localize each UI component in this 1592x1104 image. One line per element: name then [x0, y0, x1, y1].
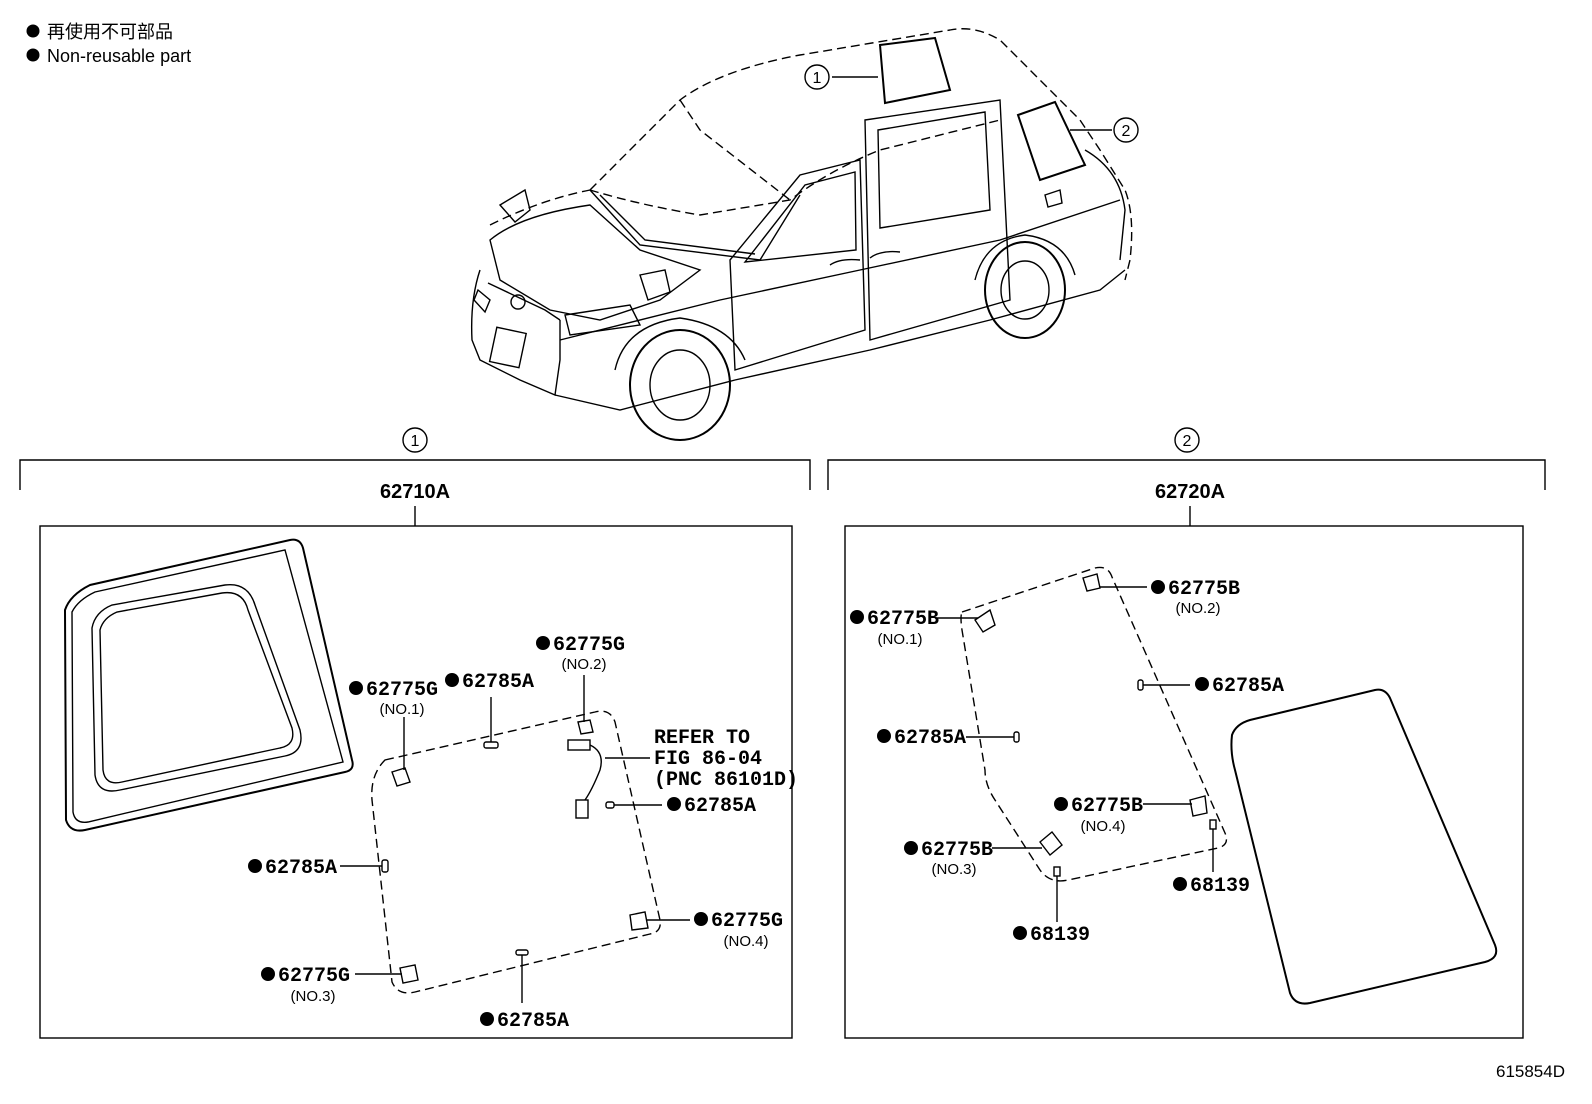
- clip-62775b-no3: [1039, 830, 1063, 857]
- label-62775b-no2-sub: (NO.2): [1176, 600, 1221, 617]
- label-62785a-left-2: 62785A: [894, 727, 966, 750]
- group-1-panel: 62775G (NO.1) 62785A 62775G (NO.2) REFER…: [39, 525, 798, 1039]
- bullet-icon: [1013, 926, 1027, 940]
- clip-62775b-no2: [1082, 573, 1101, 592]
- bullet-icon: [536, 636, 550, 650]
- label-62775b-no1: 62775B: [867, 608, 939, 631]
- clip-62775b-no4: [1189, 795, 1208, 817]
- clip-62775g-no4: [629, 911, 649, 931]
- quarter-glass-1: [63, 538, 354, 832]
- label-62775b-no4-sub: (NO.4): [1081, 818, 1126, 835]
- bullet-icon: [248, 859, 262, 873]
- bullet-icon: [26, 24, 40, 38]
- bullet-icon: [850, 610, 864, 624]
- spacer-62785a-left: [381, 859, 389, 873]
- group-1-header: 1 62710A: [19, 427, 811, 526]
- label-62785a-bottom: 62785A: [497, 1010, 569, 1033]
- label-62775g-no1-sub: (NO.1): [380, 701, 425, 718]
- group-2-header: 2 62720A: [827, 427, 1546, 526]
- callout-label-2: 2: [1122, 123, 1131, 140]
- refer-line-1: REFER TO: [654, 727, 750, 750]
- label-68139-right: 68139: [1190, 875, 1250, 898]
- callout-circle-1: [804, 64, 830, 90]
- label-62785a-right: 62785A: [684, 795, 756, 818]
- label-62775g-no4: 62775G: [711, 910, 783, 933]
- label-62775g-no4-sub: (NO.4): [724, 933, 769, 950]
- bullet-icon: [261, 967, 275, 981]
- pad-68139-left: [1053, 866, 1061, 877]
- bullet-icon: [1054, 797, 1068, 811]
- group-2-panel: 62775B (NO.1) 62775B (NO.2) 62785A 62785…: [844, 525, 1524, 1039]
- clip-62775b-no1: [974, 608, 996, 633]
- bullet-icon: [694, 912, 708, 926]
- label-68139-left: 68139: [1030, 924, 1090, 947]
- bullet-icon: [1195, 677, 1209, 691]
- wire-connector: [567, 739, 602, 819]
- spacer-62785a-bottom: [515, 949, 529, 956]
- quarter-glass-2: [1230, 688, 1498, 1005]
- callout-label-1: 1: [813, 70, 822, 87]
- group-1-callout: 1: [411, 433, 420, 450]
- group-2-callout-circle: [1174, 427, 1200, 453]
- spacer-62785a-right: [1137, 679, 1144, 691]
- refer-line-3: (PNC 86101D): [654, 769, 798, 792]
- bullet-icon: [349, 681, 363, 695]
- label-62775b-no3-sub: (NO.3): [932, 861, 977, 878]
- label-62775g-no1: 62775G: [366, 679, 438, 702]
- clip-62775g-no1: [391, 767, 411, 787]
- group-1-callout-circle: [402, 427, 428, 453]
- label-62775b-no4: 62775B: [1071, 795, 1143, 818]
- legend: 再使用不可部品 Non-reusable part: [26, 22, 191, 66]
- spacer-62785a-right: [605, 801, 615, 809]
- bullet-icon: [904, 841, 918, 855]
- label-62775g-no2-sub: (NO.2): [562, 656, 607, 673]
- label-62775b-no3: 62775B: [921, 839, 993, 862]
- label-62785a-left: 62785A: [265, 857, 337, 880]
- label-62775g-no2: 62775G: [553, 634, 625, 657]
- label-62775b-no2: 62775B: [1168, 578, 1240, 601]
- label-62775g-no3: 62775G: [278, 965, 350, 988]
- figure-id: 615854D: [1496, 1062, 1565, 1081]
- group-2-assembly-number: 62720A: [1155, 481, 1225, 503]
- group-1-assembly-number: 62710A: [380, 481, 450, 503]
- label-62785a-right-2: 62785A: [1212, 675, 1284, 698]
- bullet-icon: [445, 673, 459, 687]
- bullet-icon: [1151, 580, 1165, 594]
- bullet-icon: [1173, 877, 1187, 891]
- callout-circle-2: [1113, 117, 1139, 143]
- bullet-icon: [667, 797, 681, 811]
- label-62775b-no1-sub: (NO.1): [878, 631, 923, 648]
- clip-62775g-no2: [577, 719, 594, 735]
- label-62775g-no3-sub: (NO.3): [291, 988, 336, 1005]
- bullet-icon: [26, 48, 40, 62]
- spacer-62785a-left: [1013, 731, 1020, 743]
- refer-line-2: FIG 86-04: [654, 748, 762, 771]
- pad-68139-right: [1209, 819, 1217, 830]
- spacer-62785a-top: [483, 741, 499, 749]
- label-62785a-top: 62785A: [462, 671, 534, 694]
- vehicle-illustration: 1 2: [471, 28, 1139, 441]
- legend-en: Non-reusable part: [47, 46, 191, 66]
- group-2-callout: 2: [1183, 433, 1192, 450]
- clip-62775g-no3: [399, 964, 419, 984]
- legend-jp: 再使用不可部品: [47, 22, 173, 42]
- bullet-icon: [877, 729, 891, 743]
- bullet-icon: [480, 1012, 494, 1026]
